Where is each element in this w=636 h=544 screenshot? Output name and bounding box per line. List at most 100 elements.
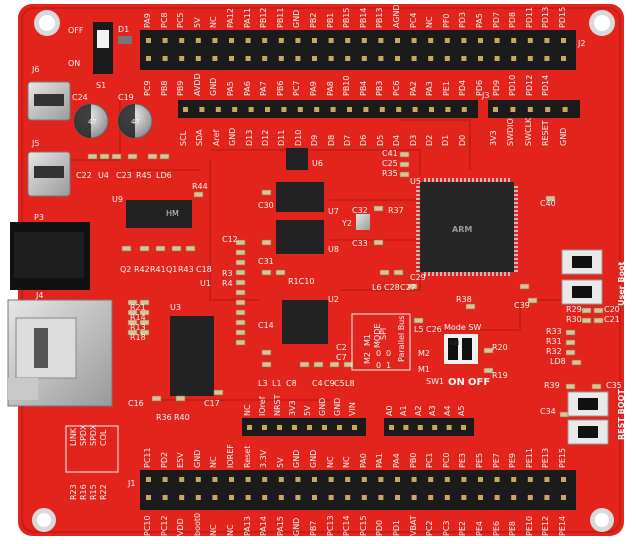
header-pin (417, 425, 423, 430)
label-u4: U4 (98, 171, 109, 180)
pin-label: PB13 (375, 7, 385, 29)
mounting-holes (32, 10, 615, 532)
power-header (242, 418, 366, 436)
pin-label: SDA (195, 129, 205, 146)
smd-part (235, 329, 246, 336)
header-pin (292, 425, 297, 430)
header-pin (411, 477, 417, 482)
label-r31: R31 (546, 337, 562, 346)
pin-label: Aref (211, 129, 221, 146)
analog-header (384, 418, 474, 436)
header-pin (494, 38, 500, 43)
button-user-boot (561, 249, 603, 275)
header-pin (527, 107, 533, 112)
label-r35: R35 (382, 169, 398, 178)
pin-label: 3.3V (259, 449, 269, 468)
chip-pin (514, 238, 518, 240)
chip-pin (468, 178, 470, 182)
chip-pin (514, 258, 518, 260)
pin-label: GND (318, 397, 327, 416)
header-pin (561, 56, 566, 61)
label-r19: R19 (492, 371, 508, 380)
pin-label: NC (226, 524, 235, 536)
label-c19: C19 (118, 93, 134, 102)
pin-label: PB9 (176, 80, 186, 96)
pin-label: NC (243, 404, 252, 416)
header-pin (195, 477, 201, 482)
chip-pin (476, 178, 478, 182)
header-pin (461, 477, 467, 482)
header-pin (245, 477, 251, 482)
label-c22: C22 (76, 171, 92, 180)
pin-label: PE4 (475, 521, 484, 536)
smd-part (235, 339, 246, 346)
chip-pin (492, 272, 494, 276)
chip-u6 (286, 148, 308, 170)
led-legend-link: LINK (69, 427, 78, 446)
label-y2: Y2 (342, 219, 352, 228)
chip-pin (464, 178, 466, 182)
pin-label: 5V (303, 405, 312, 416)
smd-part (399, 171, 410, 178)
pin-label: PC15 (358, 515, 368, 536)
header-pin (561, 38, 566, 43)
smd-part (261, 239, 272, 246)
mode-sw-on: ON (448, 377, 465, 388)
pin-label: PB11 (275, 7, 285, 29)
label-on: ON (68, 59, 81, 68)
header-pin (345, 56, 351, 61)
chip-pin (428, 272, 430, 276)
chip-u7 (276, 182, 324, 212)
chip-pin (504, 272, 506, 276)
dip-on-label: ON (450, 340, 460, 347)
header-pin (212, 38, 218, 43)
header-pin (511, 38, 517, 43)
label-c7: C7 (336, 353, 347, 362)
header-pin (478, 495, 483, 500)
smd-part (127, 153, 138, 160)
header-pin (561, 495, 566, 500)
pin-label: PC4 (408, 12, 418, 29)
pin-label: PB8 (159, 80, 169, 96)
label-j1: J1 (128, 479, 136, 488)
pin-label: 5V (275, 457, 285, 468)
header-pin (328, 477, 334, 482)
header-pin (510, 107, 516, 112)
header-pin (428, 38, 434, 43)
mode-row2-m1: 0 (386, 349, 392, 358)
dip-switch-sw1 (444, 334, 478, 364)
header-pin (461, 56, 467, 61)
chip-pin (456, 178, 458, 182)
chip-pin (416, 270, 420, 272)
chip-pin (432, 178, 434, 182)
led-legend-col: COL (99, 429, 108, 446)
pin-label: PB12 (259, 7, 269, 29)
label-j4: J4 (36, 291, 44, 300)
smd-part (99, 153, 110, 160)
header-pin (295, 38, 301, 43)
header-pin (411, 38, 417, 43)
smd-part (565, 349, 576, 356)
smd-part (413, 317, 424, 324)
label-l5: L5 (414, 325, 424, 334)
chip-pin (416, 222, 420, 224)
pin-label: AVDD (192, 73, 202, 96)
header-pin (395, 56, 400, 61)
header-pin (265, 107, 270, 112)
label-r44: R44 (192, 182, 208, 191)
header-pin (232, 107, 238, 112)
chip-pin (416, 194, 420, 196)
pin-label: PB4 (358, 80, 368, 96)
smd-part (151, 395, 162, 402)
pin-label: PA1 (375, 453, 385, 468)
pin-label: A0 (385, 405, 394, 416)
header-pin (527, 38, 533, 43)
chip-pin (514, 194, 518, 196)
chip-pin (484, 178, 486, 182)
pin-label: 3V3 (288, 400, 297, 416)
pin-label: D0 (457, 134, 467, 146)
smd-part (139, 309, 150, 316)
pin-label: AGND (392, 4, 401, 28)
pin-label: PB3 (375, 80, 385, 96)
smd-part (407, 283, 418, 290)
